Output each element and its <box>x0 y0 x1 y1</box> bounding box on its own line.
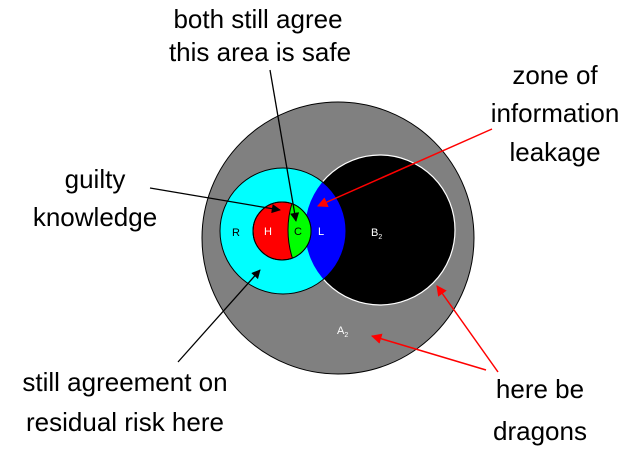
arrow-dragons-1 <box>436 285 499 373</box>
annotation-dragons-line1: here be <box>496 374 584 404</box>
annotation-safe-line1: both still agree <box>173 4 342 34</box>
arrow-leak <box>317 128 493 207</box>
annotation-leak-line2: information <box>491 98 620 128</box>
arrow-dragons-2 <box>370 333 487 371</box>
arrow-safe <box>269 69 300 222</box>
annotation-leak-line1: zone of <box>512 60 598 90</box>
annotation-safe-line2: this area is safe <box>169 37 351 67</box>
label-l: L <box>318 226 324 238</box>
annotation-dragons-line2: dragons <box>493 416 587 446</box>
annotation-residual-line2: residual risk here <box>26 407 224 437</box>
arrow-residual <box>177 269 261 363</box>
label-b2: B2 <box>371 227 382 241</box>
annotation-residual-line1: still agreement on <box>22 367 227 397</box>
annotation-guilty-line1: guilty <box>65 164 126 194</box>
label-h: H <box>264 226 272 238</box>
label-c: C <box>294 226 302 238</box>
annotation-leak-line3: leakage <box>509 137 600 167</box>
label-a2: A2 <box>337 325 348 339</box>
region-l <box>305 167 347 295</box>
region-c <box>287 202 311 260</box>
arrow-guilty <box>149 187 281 214</box>
label-r: R <box>232 227 240 239</box>
annotation-guilty-line2: knowledge <box>33 202 157 232</box>
